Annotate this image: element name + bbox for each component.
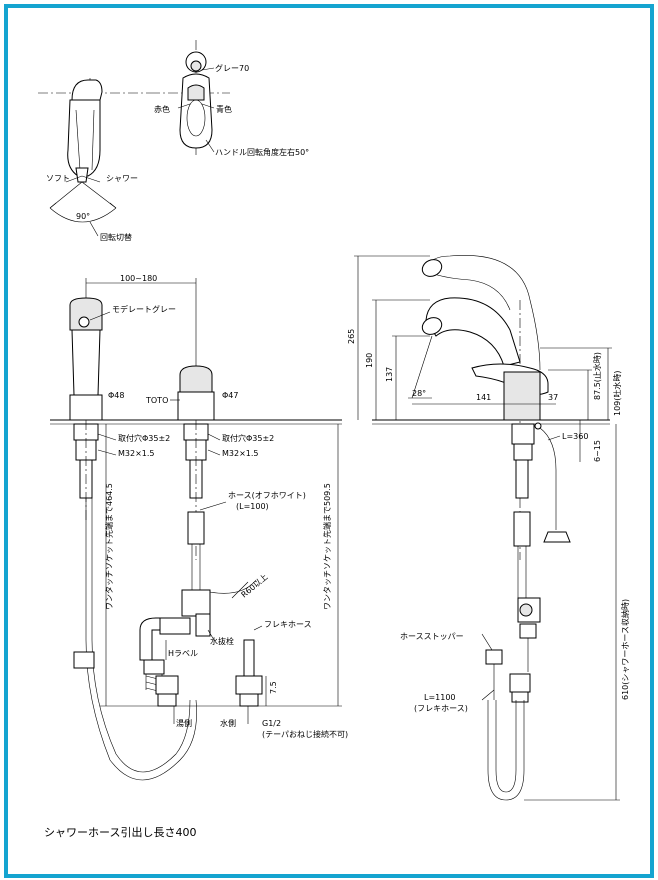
l1100-label: L=1100 [424,693,456,702]
top-side-view: ソフト シャワー 90° 回転切替 [38,78,150,242]
m32-1-label: M32×1.5 [118,449,155,458]
soft-label: ソフト [46,174,70,183]
dim-109: 109(吐水時) [612,370,622,416]
phi48-label: Φ48 [108,391,124,400]
flex-hose-label: フレキホース [264,620,312,629]
drawing-frame [4,4,654,878]
toto-label: TOTO [145,396,168,405]
grey70-label: グレー70 [215,63,249,73]
taper-note-label: (テーパおねじ接続不可) [262,729,348,739]
m32-2-label: M32×1.5 [222,449,259,458]
hose-len-label: (L=100) [236,502,269,511]
red-label: 赤色 [154,104,170,114]
socket-464-label: ワンタッチソケット先端まで464.5 [104,483,114,610]
shower-label: シャワー [106,174,138,183]
blue-label: 青色 [216,104,232,114]
dim-141: 141 [476,393,491,402]
dim-75-label: 7.5 [269,681,278,694]
right-side-view: 265 190 137 28° 141 37 87.5(止水時) [347,255,630,801]
angle-28: 28° [412,389,426,398]
angle-90-label: 90° [76,212,90,221]
flex-label: (フレキホース) [414,704,468,713]
dim-615: 6~15 [593,440,602,462]
socket-509-label: ワンタッチソケット先端まで509.5 [322,483,332,610]
dim-875: 87.5(止水時) [592,352,602,400]
drain-plug-label: 水抜栓 [210,636,234,646]
top-handle-view: グレー70 赤色 青色 ハンドル回転角度左右50° [150,40,309,157]
left-install-view: 100~180 モデレートグレー Φ48 取付穴Φ35±2 M32×1.5 ワン… [50,274,348,781]
rotate-switch-label: 回転切替 [100,232,132,242]
cold-side-label: 水側 [220,718,236,728]
hose-stopper-label: ホースストッパー [400,632,464,641]
dim-137: 137 [385,367,394,382]
l360-label: L=360 [562,432,588,441]
dim-100-180: 100~180 [120,274,157,283]
h-label: Hラベル [168,649,198,658]
phi47-label: Φ47 [222,391,238,400]
hole1-label: 取付穴Φ35±2 [118,433,170,443]
hose-offwhite-label: ホース(オフホワイト) [228,491,306,500]
moderate-grey-label: モデレートグレー [112,304,176,314]
dim-37: 37 [548,393,558,402]
dim-610: 610(シャワーホース収納時) [620,599,630,700]
hot-side-label: 湯側 [176,718,192,728]
footer-note: シャワーホース引出し長さ400 [44,825,196,839]
g12-label: G1/2 [262,719,281,728]
dim-190: 190 [365,353,374,368]
handle-angle-label: ハンドル回転角度左右50° [215,147,309,157]
hole2-label: 取付穴Φ35±2 [222,433,274,443]
dim-265: 265 [347,329,356,344]
